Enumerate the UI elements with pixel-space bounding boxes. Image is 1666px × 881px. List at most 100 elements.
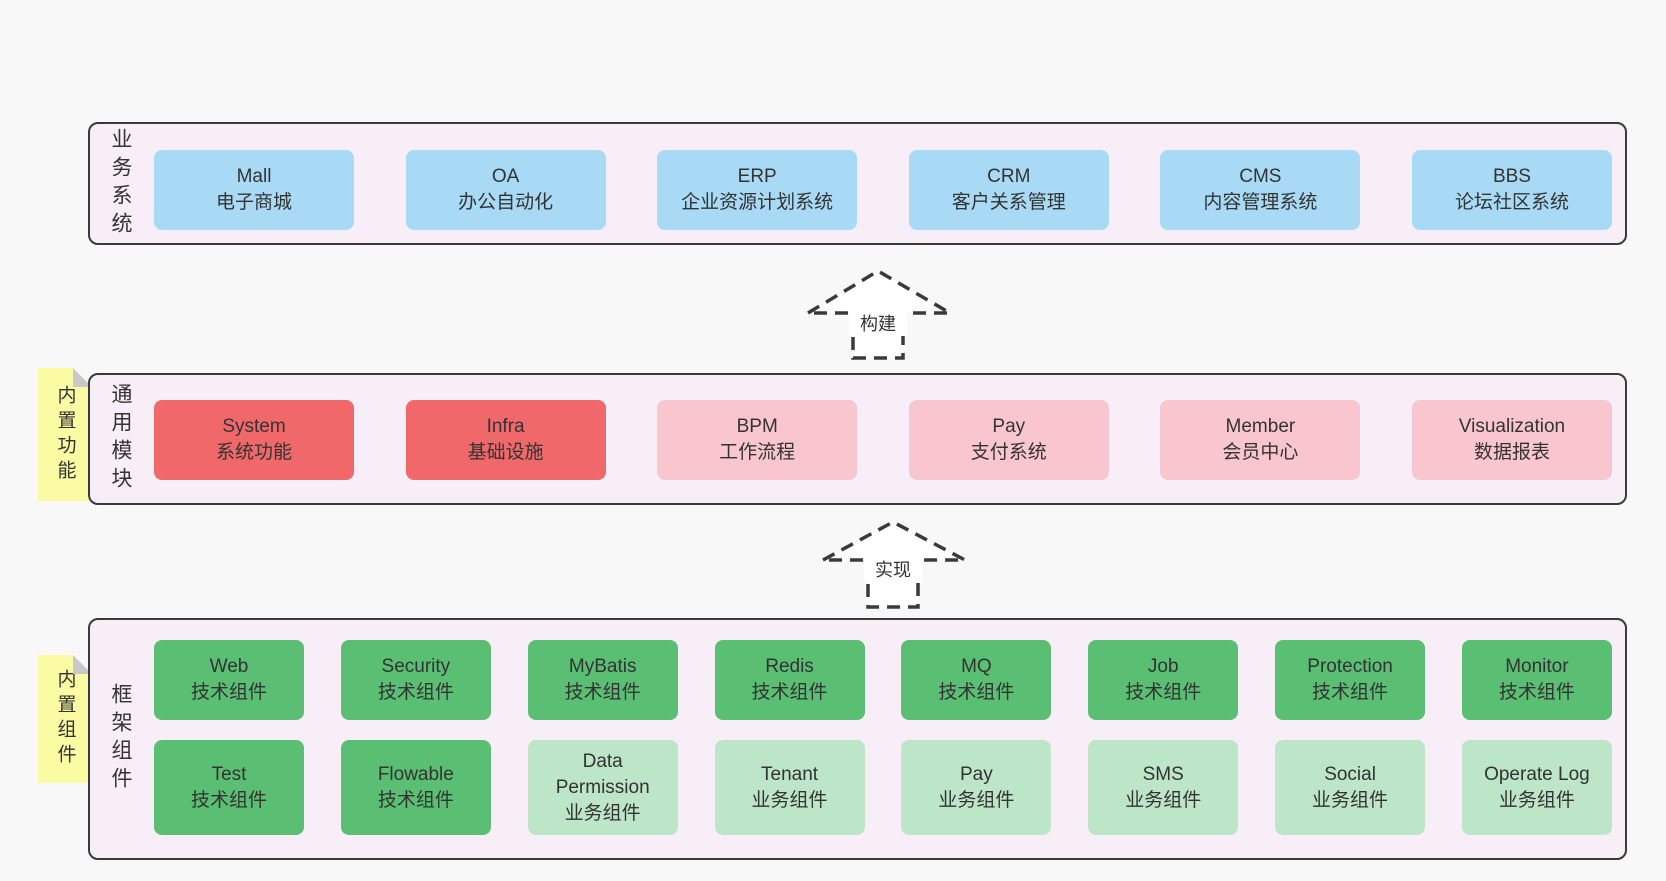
sticky-note-builtin-features: 内置功能 — [38, 368, 92, 501]
box-subtitle: 工作流程 — [719, 442, 796, 463]
box-title: Visualization — [1458, 416, 1566, 437]
box-title: ERP — [737, 166, 777, 187]
box-title: Test — [211, 763, 247, 785]
box-subtitle: 业务组件 — [1125, 789, 1202, 811]
box-subtitle: 技术组件 — [1498, 682, 1575, 703]
box-title: CMS — [1239, 166, 1282, 187]
box-title: Redis — [765, 656, 814, 677]
arrow-label-implement: 实现 — [864, 556, 922, 582]
layer-label: 业务系统 — [109, 127, 132, 240]
box-row: Test 技术组件 Flowable 技术组件 Data Permission … — [154, 740, 1612, 835]
box-title: Web — [209, 656, 249, 677]
box-job: Job 技术组件 — [1088, 640, 1239, 720]
box-title: Pay — [992, 416, 1026, 437]
box-tenant: Tenant 业务组件 — [714, 740, 865, 835]
box-pay-module: Pay 支付系统 — [908, 400, 1109, 480]
folded-corner-icon — [73, 368, 92, 387]
box-title: MQ — [961, 656, 992, 677]
box-operate-log: Operate Log 业务组件 — [1461, 740, 1612, 835]
box-row: System 系统功能 Infra 基础设施 BPM 工作流程 Pay 支付系统… — [154, 400, 1612, 480]
layer-label: 框架组件 — [109, 683, 132, 795]
box-subtitle: 业务组件 — [938, 789, 1015, 811]
box-subtitle: 技术组件 — [751, 682, 828, 703]
box-title: Mall — [236, 166, 272, 187]
box-subtitle: 论坛社区系统 — [1454, 192, 1569, 213]
box-sms: SMS 业务组件 — [1088, 740, 1239, 835]
box-protection: Protection 技术组件 — [1275, 640, 1426, 720]
box-subtitle: 客户关系管理 — [951, 192, 1066, 213]
box-title: Protection — [1307, 656, 1393, 677]
box-subtitle: 系统功能 — [215, 442, 292, 463]
box-subtitle: 业务组件 — [1312, 789, 1389, 811]
box-subtitle: 业务组件 — [564, 802, 641, 824]
box-subtitle: 技术组件 — [377, 682, 454, 703]
layer-label: 通用模块 — [109, 383, 132, 495]
box-title: BPM — [736, 416, 778, 437]
box-subtitle: 技术组件 — [190, 682, 267, 703]
box-subtitle: 数据报表 — [1473, 442, 1550, 463]
box-title: Infra — [486, 416, 525, 437]
box-title: SMS — [1142, 763, 1184, 785]
box-subtitle: 支付系统 — [970, 442, 1047, 463]
box-mybatis: MyBatis 技术组件 — [527, 640, 678, 720]
box-bbs: BBS 论坛社区系统 — [1411, 150, 1612, 230]
box-monitor: Monitor 技术组件 — [1461, 640, 1612, 720]
layer-framework-components: 框架组件 Web 技术组件 Security 技术组件 MyBatis 技术组件… — [88, 618, 1627, 860]
box-crm: CRM 客户关系管理 — [908, 150, 1109, 230]
box-subtitle: 技术组件 — [1312, 682, 1389, 703]
note-label: 内置组件 — [54, 669, 76, 769]
folded-corner-icon — [73, 655, 92, 674]
box-data-permission: Data Permission 业务组件 — [527, 740, 678, 835]
box-subtitle: 会员中心 — [1222, 442, 1299, 463]
box-title: Data Permission — [555, 750, 650, 798]
sticky-note-builtin-components: 内置组件 — [38, 655, 92, 783]
box-flowable: Flowable 技术组件 — [340, 740, 491, 835]
box-subtitle: 技术组件 — [938, 682, 1015, 703]
box-subtitle: 技术组件 — [1125, 682, 1202, 703]
box-security: Security 技术组件 — [340, 640, 491, 720]
arrow-label-build: 构建 — [849, 310, 907, 336]
box-bpm: BPM 工作流程 — [657, 400, 858, 480]
box-subtitle: 基础设施 — [467, 442, 544, 463]
box-title: Job — [1147, 656, 1179, 677]
box-pay-component: Pay 业务组件 — [901, 740, 1052, 835]
note-label: 内置功能 — [54, 384, 76, 485]
box-infra: Infra 基础设施 — [405, 400, 606, 480]
layer-business-systems: 业务系统 Mall 电子商城 OA 办公自动化 ERP 企业资源计划系统 CRM… — [88, 122, 1627, 245]
box-title: CRM — [987, 166, 1031, 187]
box-visualization: Visualization 数据报表 — [1411, 400, 1612, 480]
box-mall: Mall 电子商城 — [154, 150, 354, 230]
box-title: OA — [491, 166, 520, 187]
box-title: System — [222, 416, 286, 437]
box-title: Social — [1324, 763, 1376, 785]
box-subtitle: 技术组件 — [190, 789, 267, 811]
box-oa: OA 办公自动化 — [405, 150, 606, 230]
box-subtitle: 企业资源计划系统 — [681, 192, 834, 213]
box-system: System 系统功能 — [154, 400, 354, 480]
box-title: Security — [381, 656, 451, 677]
box-title: Member — [1225, 416, 1296, 437]
box-social: Social 业务组件 — [1275, 740, 1426, 835]
box-title: Flowable — [377, 763, 454, 785]
box-test: Test 技术组件 — [154, 740, 304, 835]
box-title: Monitor — [1505, 656, 1569, 677]
box-title: Operate Log — [1484, 763, 1590, 785]
box-subtitle: 技术组件 — [564, 682, 641, 703]
box-row: Web 技术组件 Security 技术组件 MyBatis 技术组件 Redi… — [154, 640, 1612, 720]
box-row: Mall 电子商城 OA 办公自动化 ERP 企业资源计划系统 CRM 客户关系… — [154, 150, 1612, 230]
box-subtitle: 技术组件 — [377, 789, 454, 811]
box-cms: CMS 内容管理系统 — [1160, 150, 1361, 230]
box-redis: Redis 技术组件 — [714, 640, 865, 720]
box-subtitle: 内容管理系统 — [1203, 192, 1318, 213]
box-title: BBS — [1492, 166, 1531, 187]
box-title: Tenant — [761, 763, 819, 785]
layer-common-modules: 通用模块 System 系统功能 Infra 基础设施 BPM 工作流程 Pay… — [88, 373, 1627, 505]
box-member: Member 会员中心 — [1160, 400, 1361, 480]
box-title: Pay — [960, 763, 993, 785]
box-subtitle: 业务组件 — [751, 789, 828, 811]
box-mq: MQ 技术组件 — [901, 640, 1052, 720]
box-web: Web 技术组件 — [154, 640, 304, 720]
box-erp: ERP 企业资源计划系统 — [657, 150, 858, 230]
box-subtitle: 电子商城 — [215, 192, 292, 213]
